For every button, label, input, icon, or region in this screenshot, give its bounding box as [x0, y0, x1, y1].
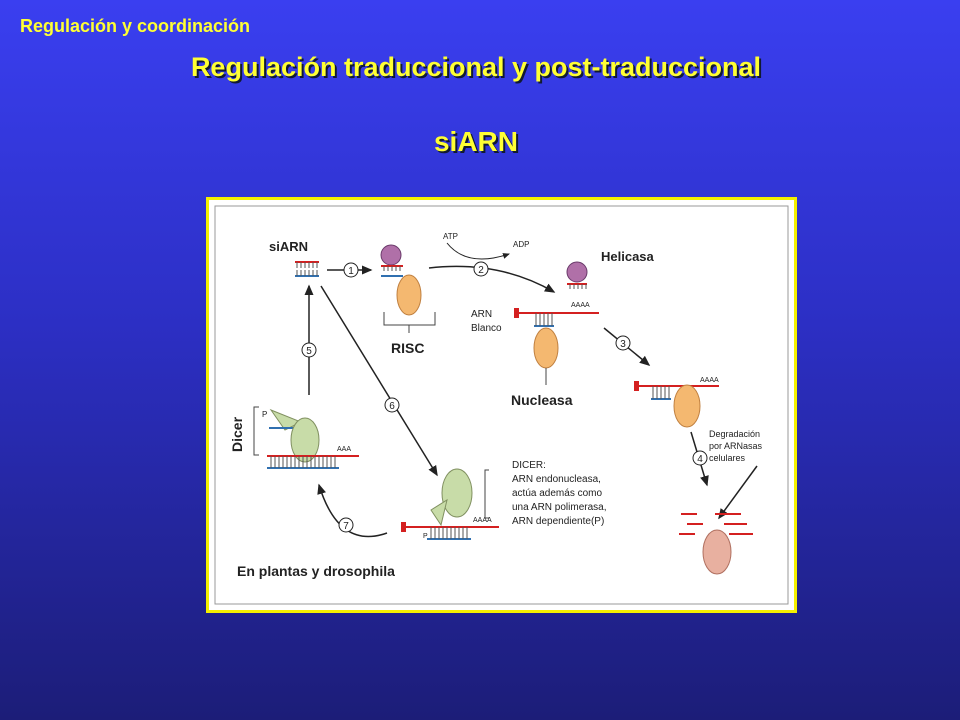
- svg-text:3: 3: [620, 339, 626, 350]
- degraded-fragments: [679, 513, 753, 575]
- cleaved-rna-complex: [634, 381, 719, 428]
- svg-text:P: P: [423, 533, 428, 540]
- dicer-polymerase-complex: P: [401, 468, 499, 540]
- blanco-label: Blanco: [471, 323, 502, 334]
- target-rna-complex: [514, 308, 599, 369]
- degradacion-label-1: Degradación: [709, 429, 760, 439]
- section-label: Regulación y coordinación: [20, 16, 251, 36]
- nucleasa-label: Nucleasa: [511, 392, 573, 408]
- step-1-marker: 1: [343, 262, 359, 278]
- dicer-desc-line-2: ARN endonucleasa,: [512, 474, 601, 485]
- aaaa-label-1: AAAA: [571, 302, 590, 309]
- arn-label: ARN: [471, 309, 492, 320]
- aaaa-label-3: AAAA: [473, 517, 492, 524]
- atp-adp-arrow: [446, 242, 510, 260]
- degradacion-label-2: por ARNasas: [709, 441, 763, 451]
- svg-text:1: 1: [348, 266, 354, 277]
- dicer-desc-line-4: una ARN polimerasa,: [512, 502, 607, 513]
- arrow-step-2: [428, 265, 556, 293]
- step-5-marker: 5: [301, 342, 317, 358]
- step-7-marker: 7: [338, 517, 354, 533]
- svg-text:P: P: [262, 410, 267, 419]
- degradacion-label-3: celulares: [709, 453, 746, 463]
- arrow-step-6: [320, 285, 438, 477]
- step-4-marker: 4: [692, 450, 708, 466]
- aaaa-label-2: AAAA: [700, 377, 719, 384]
- page-title: Regulación traduccional y post-traduccio…: [190, 52, 762, 82]
- step-6-marker: 6: [384, 397, 400, 413]
- svg-text:7: 7: [343, 521, 349, 532]
- dicer-bracket: [253, 406, 259, 456]
- dicer-desc-line-1: DICER:: [512, 460, 546, 471]
- arrow-step-7: [317, 483, 388, 538]
- svg-text:6: 6: [389, 401, 395, 412]
- risc-label: RISC: [391, 340, 424, 356]
- sirna-pathway-figure: siARN 1 RISC ATP ADP: [206, 197, 797, 613]
- step-2-marker: 2: [473, 261, 489, 277]
- inner-border: [214, 205, 789, 605]
- dicer-side-label: Dicer: [229, 416, 245, 452]
- degradation-pointer-arrow: [718, 465, 758, 520]
- adp-label: ADP: [513, 240, 529, 249]
- pathway-diagram: siARN 1 RISC ATP ADP: [214, 205, 789, 605]
- risc-complex: [380, 244, 422, 316]
- figure-caption: En plantas y drosophila: [237, 563, 395, 579]
- helicasa-label: Helicasa: [601, 249, 655, 264]
- step-3-marker: 3: [615, 335, 631, 351]
- svg-text:5: 5: [306, 346, 312, 357]
- page-subtitle: siARN: [433, 126, 518, 157]
- helicase: [566, 261, 588, 289]
- svg-text:4: 4: [697, 454, 703, 465]
- dicer-desc-bracket: [484, 469, 489, 519]
- sirna-duplex: [295, 261, 319, 277]
- aaa-label: AAA: [337, 446, 351, 453]
- dicer-desc-line-5: ARN dependiente(P): [512, 516, 604, 527]
- svg-text:2: 2: [478, 265, 484, 276]
- siarn-label: siARN: [269, 239, 308, 254]
- dicer-desc-line-3: actúa además como: [512, 488, 602, 499]
- atp-label: ATP: [443, 232, 458, 241]
- dicer-complex: P: [262, 408, 359, 469]
